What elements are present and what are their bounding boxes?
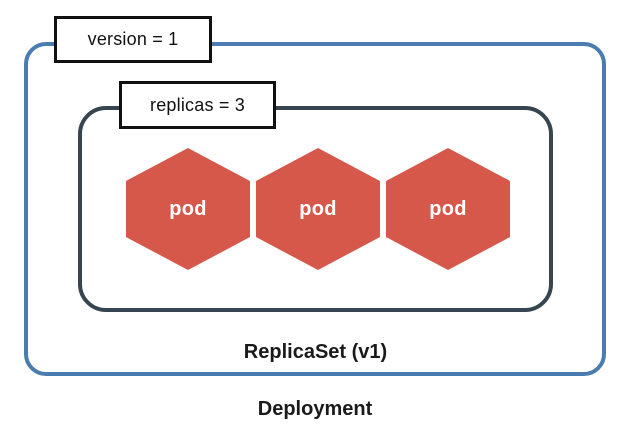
pod-hexagon-3: pod — [386, 148, 510, 270]
replicaset-container-box — [78, 106, 553, 312]
pod-label-1: pod — [169, 197, 207, 220]
replicas-annotation-box: replicas = 3 — [119, 81, 276, 129]
pod-hexagon-1: pod — [126, 148, 250, 270]
pod-label-2: pod — [299, 197, 337, 220]
deployment-caption: Deployment — [257, 398, 373, 420]
deployment-container-box — [24, 42, 606, 376]
pods-row: pod pod pod — [126, 148, 510, 270]
version-annotation-box: version = 1 — [54, 16, 212, 63]
version-annotation-label: version = 1 — [87, 29, 179, 49]
pod-label-3: pod — [429, 197, 467, 220]
pod-hexagon-2: pod — [256, 148, 380, 270]
replicas-annotation-label: replicas = 3 — [150, 94, 245, 115]
replicaset-caption: ReplicaSet (v1) — [243, 341, 388, 363]
